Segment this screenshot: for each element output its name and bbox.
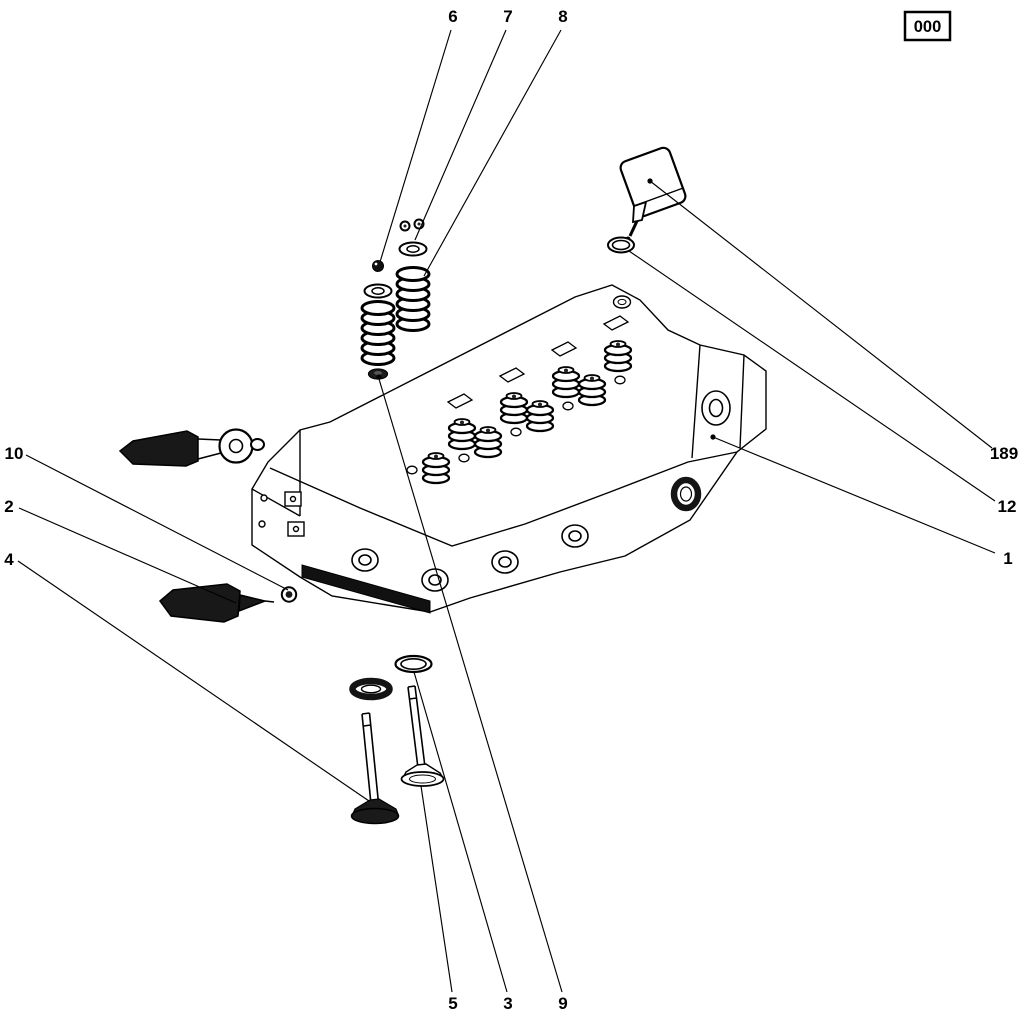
valve-right bbox=[400, 685, 445, 787]
bottom-rail-shadow bbox=[301, 564, 431, 614]
injector-grommet bbox=[280, 586, 298, 603]
figure-code-box: 000 bbox=[903, 10, 952, 42]
callout-label-1: 1 bbox=[1003, 549, 1012, 568]
rocker-pedestals bbox=[446, 315, 630, 409]
valve-keeper-pair bbox=[399, 218, 425, 232]
glow-plug-seal-washer bbox=[607, 236, 635, 254]
leader-dot-189 bbox=[647, 178, 653, 184]
injector-lower bbox=[158, 583, 275, 623]
callout-label-2: 2 bbox=[4, 497, 13, 516]
callout-label-7: 7 bbox=[503, 7, 512, 26]
leader-line-1 bbox=[712, 436, 996, 554]
spring-retainer-left bbox=[363, 283, 393, 299]
leader-lines bbox=[17, 29, 996, 993]
valve-stem-seal-dark bbox=[349, 677, 393, 701]
valve-spring-right bbox=[395, 266, 431, 332]
valve-left bbox=[350, 712, 400, 825]
valve-spring-left bbox=[360, 300, 396, 366]
leader-line-3 bbox=[413, 671, 508, 993]
right-end-port bbox=[701, 390, 731, 426]
leader-line-12 bbox=[628, 250, 996, 502]
leader-line-10 bbox=[25, 454, 289, 591]
leader-line-7 bbox=[414, 29, 507, 241]
leader-line-2 bbox=[18, 507, 237, 604]
front-face-ports bbox=[351, 524, 589, 592]
callout-label-8: 8 bbox=[558, 7, 567, 26]
leader-line-6 bbox=[379, 29, 452, 263]
callout-label-5: 5 bbox=[448, 994, 457, 1013]
valve-seal-ring bbox=[394, 654, 433, 674]
callout-label-189: 189 bbox=[990, 444, 1018, 463]
leader-dot-9 bbox=[376, 374, 382, 380]
callout-label-10: 10 bbox=[5, 444, 24, 463]
cylinder-head-drawing bbox=[251, 284, 767, 614]
callout-label-3: 3 bbox=[503, 994, 512, 1013]
injector-upper bbox=[118, 428, 265, 467]
callout-label-9: 9 bbox=[558, 994, 567, 1013]
leader-dot-1 bbox=[710, 434, 716, 440]
leader-line-5 bbox=[420, 785, 453, 993]
glow-plug bbox=[619, 146, 687, 242]
spring-retainer-right bbox=[398, 241, 428, 257]
valve-keeper-ball bbox=[372, 260, 384, 272]
callout-label-4: 4 bbox=[4, 550, 14, 569]
head-bolt-bosses bbox=[406, 375, 626, 475]
installed-port-seal-ring bbox=[670, 476, 702, 512]
leader-line-9 bbox=[378, 378, 563, 993]
leader-line-189 bbox=[649, 180, 993, 449]
callout-labels: 6 7 8 189 12 1 10 2 4 5 3 9 bbox=[4, 7, 1018, 1013]
leader-line-4 bbox=[17, 560, 370, 802]
leader-line-8 bbox=[423, 29, 562, 277]
figure-code-text: 000 bbox=[914, 18, 942, 36]
left-end-pads bbox=[258, 491, 305, 537]
callout-label-6: 6 bbox=[448, 7, 457, 26]
callout-label-12: 12 bbox=[998, 497, 1017, 516]
